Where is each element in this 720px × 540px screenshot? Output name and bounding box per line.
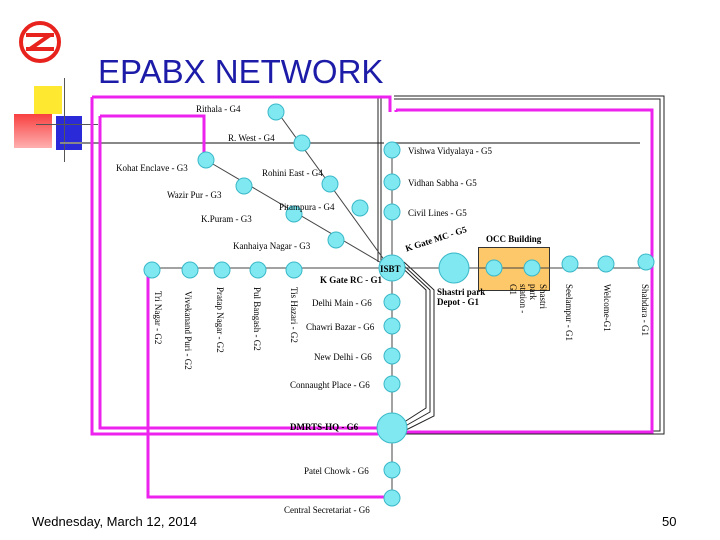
node-rithala <box>267 103 285 121</box>
decor-blue-square <box>56 116 82 150</box>
node-seelampur <box>561 255 579 273</box>
node-tis-hazari <box>285 261 303 279</box>
node-patel <box>383 461 401 479</box>
label-delhi-main: Delhi Main - G6 <box>312 298 372 308</box>
label-kgate-rc: K Gate RC - G1 <box>320 275 382 285</box>
label-tri-nagar: Tri Nagar - G2 <box>153 291 163 345</box>
dmrc-logo-icon <box>18 20 62 64</box>
node-occ-a <box>485 259 503 277</box>
magenta-lines <box>90 95 654 499</box>
node-civil <box>383 203 401 221</box>
label-occ: OCC Building <box>486 234 542 244</box>
node-kgate-mc <box>438 252 470 284</box>
node-chawri <box>383 317 401 335</box>
node-dmrts <box>376 412 408 444</box>
node-tri-nagar <box>143 261 161 279</box>
node-connaught <box>383 375 401 393</box>
decor-vline <box>64 78 65 162</box>
label-shahdara: Shahdara - G1 <box>640 284 650 336</box>
label-patel: Patel Chowk - G6 <box>304 466 369 476</box>
footer-date: Wednesday, March 12, 2014 <box>32 514 198 529</box>
label-kohat: Kohat Enclave - G3 <box>116 163 188 173</box>
label-dmrts: DMRTS-HQ - G6 <box>290 422 359 432</box>
node-wazirpur <box>235 177 253 195</box>
node-rohini-east <box>321 175 339 193</box>
label-isbt: ISBT <box>380 264 401 274</box>
label-welcome: Welcome-G1 <box>602 284 612 332</box>
label-pratap: Pratap Nagar - G2 <box>215 287 225 353</box>
node-isbt <box>378 254 406 282</box>
node-vishwa <box>383 141 401 159</box>
label-chawri: Chawri Bazar - G6 <box>306 322 375 332</box>
node-welcome <box>597 255 615 273</box>
label-vishwa: Vishwa Vidyalaya - G5 <box>408 146 492 156</box>
label-seelampur: Seelampur - G1 <box>564 284 574 341</box>
page-number: 50 <box>662 514 677 529</box>
decor-hline <box>36 124 98 125</box>
label-shastri-depot: Shastri park Depot - G1 <box>437 287 486 307</box>
label-pitampura: Pitampura - G4 <box>279 202 335 212</box>
page-title: EPABX NETWORK <box>98 53 384 90</box>
label-shastri-station: Shastri park station - G1 <box>508 284 548 314</box>
node-delhi-main <box>383 293 401 311</box>
label-connaught: Connaught Place - G6 <box>290 380 370 390</box>
decor-yellow-square <box>34 86 62 114</box>
label-rithala: Rithala - G4 <box>196 104 241 114</box>
label-central-sec: Central Secretariat - G6 <box>284 505 370 515</box>
node-kanhaiya <box>327 231 345 249</box>
label-wazirpur: Wazir Pur - G3 <box>167 190 222 200</box>
label-kpuram: K.Puram - G3 <box>201 214 252 224</box>
node-pul-bangash <box>249 261 267 279</box>
node-occ-b <box>523 259 541 277</box>
node-central-sec <box>383 489 401 507</box>
trunk-lines <box>60 95 665 435</box>
label-vivekanand: Vivekanand Puri - G2 <box>183 291 193 370</box>
label-new-delhi: New Delhi - G6 <box>314 352 372 362</box>
label-vidhan: Vidhan Sabha - G5 <box>408 178 477 188</box>
station-nodes <box>143 103 655 507</box>
node-pitampura <box>351 199 369 217</box>
label-rohini-east: Rohini East - G4 <box>262 168 323 178</box>
label-pul-bangash: Pul Bangash - G2 <box>252 287 262 351</box>
node-kpuram <box>285 205 303 223</box>
node-shahdara <box>637 253 655 271</box>
node-kohat <box>197 151 215 169</box>
node-pratap <box>213 261 231 279</box>
label-r-west: R. West - G4 <box>228 133 275 143</box>
node-new-delhi <box>383 347 401 365</box>
decor-red-square <box>14 114 52 148</box>
node-r-west <box>293 134 311 152</box>
label-civil: Civil Lines - G5 <box>408 208 467 218</box>
node-vidhan <box>383 173 401 191</box>
label-tis-hazari: Tis Hazari - G2 <box>289 287 299 343</box>
node-vivekanand <box>181 261 199 279</box>
label-kanhaiya: Kanhaiya Nagar - G3 <box>233 241 311 251</box>
